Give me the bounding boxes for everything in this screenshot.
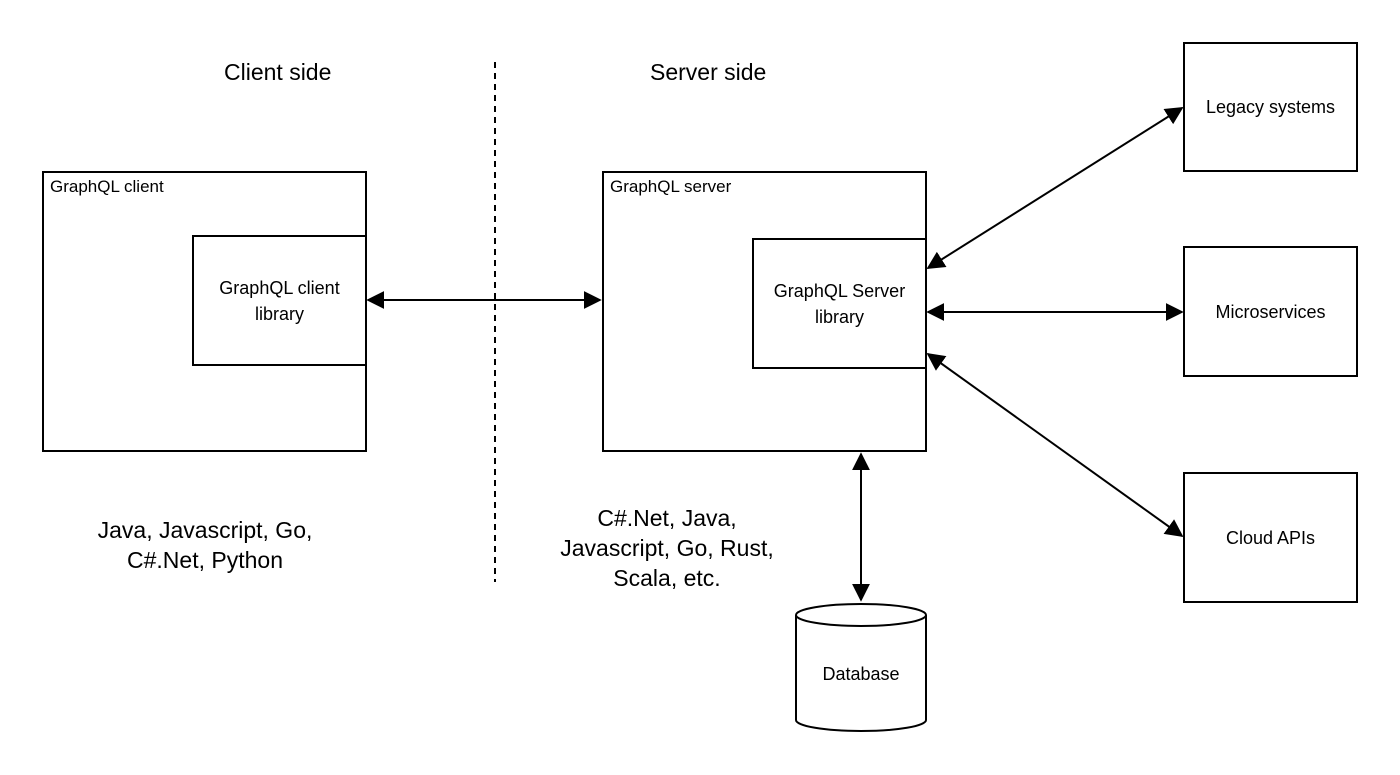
microservices-box: Microservices: [1183, 246, 1358, 377]
graphql-client-library-box: GraphQL client library: [192, 235, 367, 366]
cloud-apis-box: Cloud APIs: [1183, 472, 1358, 603]
server-side-heading: Server side: [650, 59, 767, 85]
client-languages: Java, Javascript, Go, C#.Net, Python: [97, 517, 313, 573]
graphql-server-label: GraphQL server: [610, 177, 732, 196]
server-languages: C#.Net, Java, Javascript, Go, Rust, Scal…: [560, 505, 774, 591]
legacy-systems-label: Legacy systems: [1205, 97, 1336, 117]
database-label: Database: [822, 664, 900, 684]
graphql-client-label: GraphQL client: [50, 177, 164, 196]
microservices-label: Microservices: [1215, 301, 1326, 322]
graphql-server-library-box: GraphQL Server library: [752, 238, 927, 369]
server-legacy-arrow: [926, 107, 1184, 269]
legacy-systems-box: Legacy systems: [1183, 42, 1358, 172]
cloud-apis-label: Cloud APIs: [1225, 527, 1316, 548]
client-side-heading: Client side: [224, 59, 332, 85]
graphql-client-library-label: GraphQL client library: [219, 277, 340, 324]
graphql-server-library-label: GraphQL Server library: [773, 280, 906, 327]
database-cylinder: [795, 603, 927, 732]
server-cloud-arrow: [926, 352, 1184, 538]
